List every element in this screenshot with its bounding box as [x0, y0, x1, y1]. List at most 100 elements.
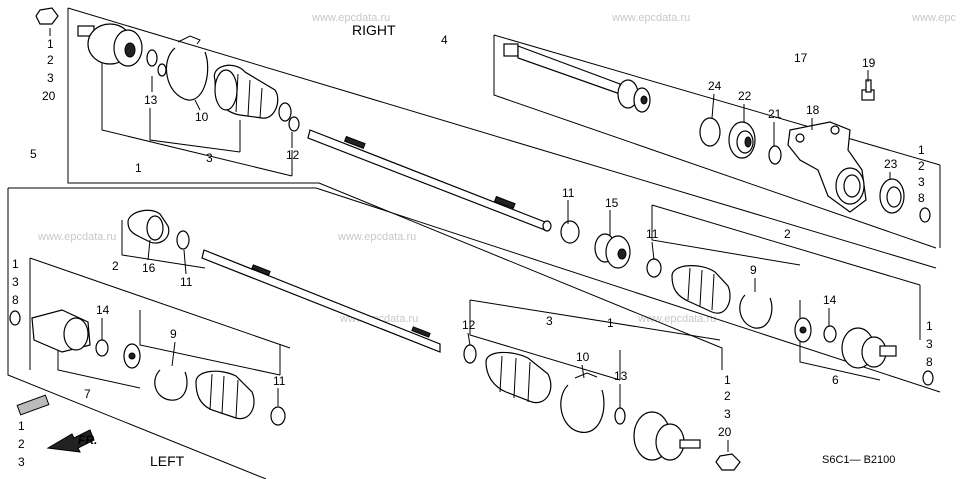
callout: 7 — [84, 387, 91, 401]
callout: 2 — [918, 159, 925, 173]
callout: 2 — [784, 227, 791, 241]
boot-band-icon — [165, 35, 209, 101]
callout: 3 — [12, 275, 19, 289]
left-title: LEFT — [150, 453, 185, 469]
front-label: FR. — [78, 433, 97, 447]
callout: 11 — [562, 186, 575, 200]
circlip-icon — [699, 117, 721, 147]
inner-joint-icon — [594, 233, 631, 269]
snap-ring-icon — [919, 207, 931, 223]
callout: 8 — [918, 191, 925, 205]
snap-ring-icon — [9, 310, 21, 326]
callout: 20 — [718, 425, 732, 439]
callout: 22 — [738, 89, 752, 103]
callout: 1 — [926, 319, 933, 333]
band-icon — [646, 258, 662, 278]
callout: 15 — [605, 196, 619, 210]
bracket-icon — [787, 121, 867, 213]
left-subframes — [57, 220, 281, 389]
snap-ring-icon — [922, 370, 934, 386]
callout: 4 — [441, 33, 448, 47]
callout: 1 — [12, 257, 19, 271]
watermark: www.epc — [911, 12, 957, 24]
callout-stack-bottom-right: 1 2 3 20 — [718, 373, 732, 439]
boot-icon — [485, 351, 552, 404]
callout-stack-top-left: 1 2 3 20 — [42, 37, 56, 103]
outer-cv-joint-right — [77, 23, 143, 67]
leader-lines — [49, 28, 891, 452]
callout: 10 — [576, 350, 590, 364]
spider-icon — [123, 343, 141, 369]
callout-stack-right: 1 2 3 8 — [918, 143, 925, 205]
left-shaft-frame — [7, 187, 941, 479]
callout-stack-right-2: 1 3 8 — [926, 319, 933, 369]
callout: 20 — [42, 89, 56, 103]
band-icon — [176, 230, 190, 250]
snap-ring-icon — [823, 325, 837, 343]
intermediate-shaft — [503, 43, 651, 113]
boot-band-icon — [560, 372, 605, 433]
callout: 19 — [862, 56, 876, 70]
nut-icon — [35, 7, 59, 25]
spider-icon — [794, 317, 812, 343]
callout: 1 — [724, 373, 731, 387]
callout-stack-left: 1 3 8 — [12, 257, 19, 307]
band-icon — [560, 220, 580, 244]
boot-icon — [195, 370, 255, 420]
watermark: www.epcdata.ru — [637, 313, 716, 325]
boot-icon — [127, 209, 170, 244]
callout: 10 — [195, 110, 209, 124]
callout: 11 — [180, 275, 193, 289]
callout: 8 — [12, 293, 19, 307]
callout: 3 — [18, 455, 25, 469]
left-shaft — [201, 249, 441, 353]
clip-icon — [463, 344, 477, 364]
snap-ring-icon — [95, 339, 109, 357]
nut-icon — [715, 453, 741, 471]
callout: 17 — [794, 51, 808, 65]
right-shaft-frame — [67, 7, 941, 370]
snap-ring-icon — [614, 407, 626, 425]
callout: 2 — [112, 259, 119, 273]
watermark: www.epcdata.ru — [311, 12, 390, 24]
callout-stack-bottom-left: 1 2 3 — [18, 419, 25, 469]
callout: 2 — [724, 389, 731, 403]
front-arrow-icon — [46, 429, 95, 453]
callout: 9 — [750, 263, 757, 277]
callout: 9 — [170, 327, 177, 341]
callout: 3 — [546, 314, 553, 328]
watermark: www.epcdata.ru — [337, 231, 416, 243]
top-left-subframes — [101, 60, 293, 177]
callout: 18 — [806, 103, 820, 117]
watermark: www.epcdata.ru — [611, 12, 690, 24]
seal-icon — [879, 178, 905, 214]
callout: 3 — [724, 407, 731, 421]
callout: 14 — [823, 293, 837, 307]
callout: 12 — [462, 318, 476, 332]
callout: 11 — [646, 227, 659, 241]
clip-icon — [278, 102, 300, 132]
callout: 16 — [142, 261, 156, 275]
boot-icon — [671, 265, 731, 314]
callout: 3 — [206, 151, 213, 165]
watermark: www.epcdata.ru — [37, 231, 116, 243]
callout: 1 — [18, 419, 25, 433]
callout: 12 — [286, 148, 300, 162]
band-icon — [154, 369, 188, 401]
callout: 13 — [614, 369, 628, 383]
callout: 5 — [30, 147, 37, 161]
callout: 11 — [273, 374, 286, 388]
callout: 13 — [144, 93, 158, 107]
band-icon — [739, 294, 773, 329]
inner-cv-joint-left — [31, 309, 91, 353]
callout: 14 — [96, 303, 110, 317]
callout: 2 — [18, 437, 25, 451]
right-lower-subframes — [651, 204, 921, 381]
right-shaft — [307, 129, 552, 232]
callout: 3 — [47, 71, 54, 85]
bearing-icon — [728, 121, 756, 159]
callout: 1 — [47, 37, 54, 51]
callout: 21 — [768, 107, 782, 121]
band-icon — [270, 406, 286, 426]
